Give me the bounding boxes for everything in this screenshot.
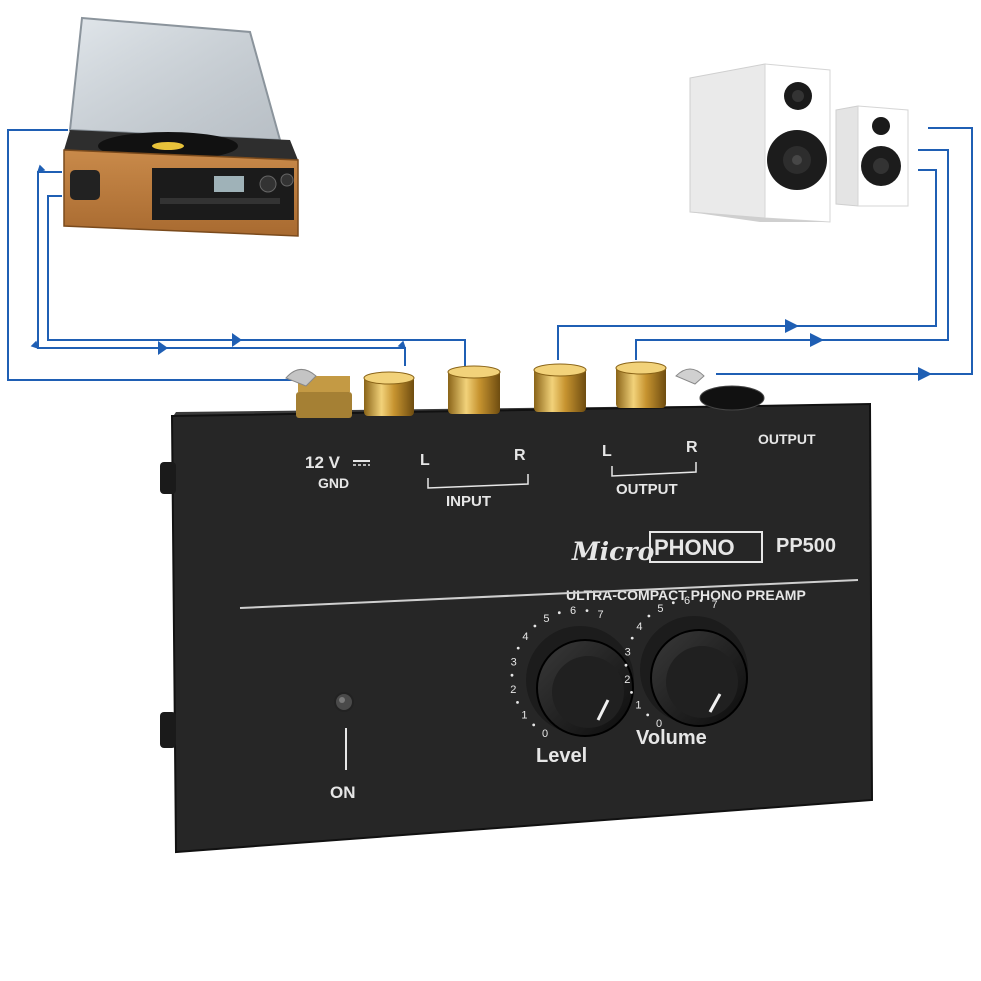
dial-tick [585,609,589,612]
dial-tick [699,599,703,602]
dial-number: 4 [636,621,642,633]
ground-cable-out [716,127,973,375]
input-right-label: R [514,447,526,464]
dial-number: 3 [511,656,517,668]
volume-label: Volume [636,727,707,749]
volume-knob-pointer [708,693,722,713]
turntable [63,16,299,237]
output-cable-r [557,169,937,360]
dial-number: 5 [543,613,549,625]
dial-tick [516,701,519,704]
dial-number: 3 [625,646,631,658]
dial-number: 4 [522,631,528,643]
dial-number: 0 [656,718,662,730]
dial-tick [647,614,651,618]
input-cable-l [30,164,407,366]
dial-number: 2 [510,684,516,696]
rca-jack-output-r [533,363,587,412]
dial-tick [510,673,514,677]
level-knob[interactable] [526,626,634,737]
brand-script: Micro [571,537,654,566]
dial-number: 0 [542,728,548,740]
output-right-label: R [686,439,698,456]
input-left-label: L [420,452,430,469]
panel-divider [239,579,859,609]
arrow-icon [158,341,168,355]
gnd-terminal [285,369,352,418]
dial-tick [630,691,633,694]
preamp-front-panel [170,402,874,854]
output-bracket [611,462,697,477]
dial-number: 7 [712,599,718,611]
arrow-icon [918,367,932,381]
brand-logo: Micro PHONO PP500 [571,531,836,566]
level-dial-scale: 0 1 2 3 4 5 6 7 [510,605,603,740]
dial-number: 5 [657,603,663,615]
brand-box [649,531,763,563]
dial-tick [532,723,536,727]
input-label: INPUT [446,493,491,510]
on-label: ON [330,783,356,802]
dial-number: 1 [635,700,641,712]
rca-jack-input-r [447,365,501,414]
dial-tick [646,713,650,717]
turntable-speaker-grille [70,170,100,200]
output-cable-l [635,149,949,360]
arrow-icon [810,333,824,347]
output-jack-label: OUTPUT [758,431,816,447]
speakers [689,63,909,223]
output-jack [699,385,765,411]
level-label: Level [536,745,587,767]
spade-connector-icon [675,368,705,385]
input-bracket [427,474,529,489]
cable-lines [7,127,973,381]
spade-connector-icon [285,369,317,387]
dial-number: 7 [598,609,604,621]
dial-tick [516,646,520,650]
side-mount-tab [160,712,176,748]
dial-number: 6 [684,595,690,607]
cable-arrows [158,319,932,381]
dial-tick [624,663,628,667]
volume-knob[interactable] [640,616,748,727]
dial-number: 2 [624,674,630,686]
volume-dial-scale: 0 1 2 3 4 5 6 7 [624,595,717,730]
gnd-label: GND [318,475,349,491]
rca-jack-output-l [615,361,667,408]
input-cable-r [47,195,466,366]
ground-cable [7,129,300,381]
dial-number: 6 [570,605,576,617]
dial-number: 1 [521,710,527,722]
dial-tick [533,624,537,628]
arrow-icon [232,333,242,347]
rca-jack-input-l [363,371,415,416]
arrow-icon [785,319,799,333]
power-label: 12 V [305,453,341,472]
dial-tick [557,611,561,615]
output-left-label: L [602,443,612,460]
output-label: OUTPUT [616,481,678,498]
preamp-device: 12 V GND L R INPUT L R OUTPUT OUTPUT Mic… [160,361,874,854]
model-label: PP500 [776,535,836,557]
brand-box-text: PHONO [654,535,735,560]
dial-tick [671,601,675,605]
level-knob-pointer [596,699,610,721]
dial-tick [630,636,634,640]
side-mount-tab [160,462,176,494]
